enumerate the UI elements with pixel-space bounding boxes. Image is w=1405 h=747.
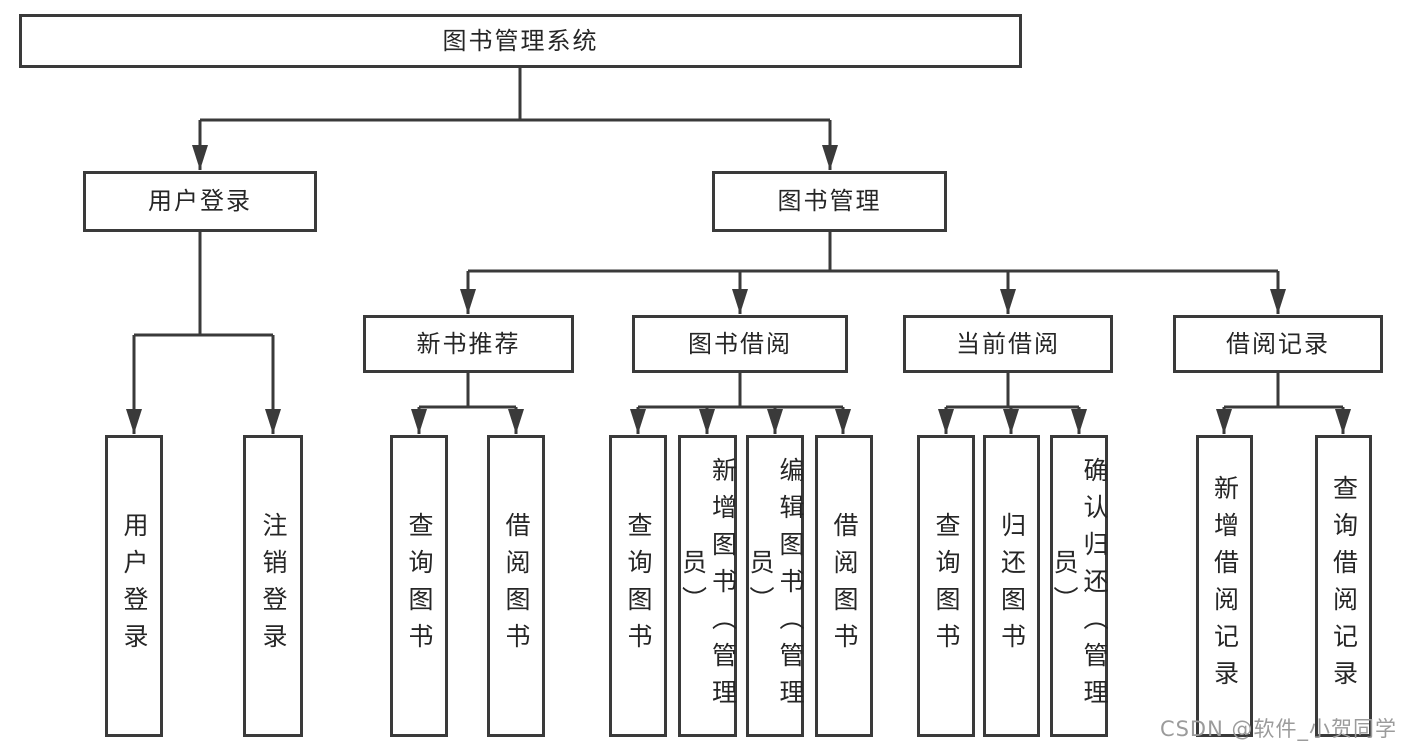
leaf-logout: 注销登录: [243, 435, 303, 737]
node-book-borrowing: 图书借阅: [632, 315, 848, 373]
leaf-query-books-borrowing: 查询图书: [609, 435, 667, 737]
csdn-watermark: CSDN @软件_小贺同学: [1159, 717, 1397, 741]
leaf-return-book: 归还图书: [983, 435, 1040, 737]
leaf-query-books-current: 查询图书: [917, 435, 975, 737]
node-borrowing-records: 借阅记录: [1173, 315, 1383, 373]
node-book-management: 图书管理: [712, 171, 947, 232]
leaf-edit-book-admin: 编辑图书（管理员）: [746, 435, 805, 737]
leaf-add-borrow-record: 新增借阅记录: [1196, 435, 1253, 737]
leaf-borrow-books-borrowing: 借阅图书: [815, 435, 873, 737]
leaf-query-borrow-record: 查询借阅记录: [1315, 435, 1372, 737]
node-user-login: 用户登录: [83, 171, 317, 232]
leaf-confirm-return-admin: 确认归还（管理员）: [1050, 435, 1109, 737]
connector-paths: [132, 68, 1345, 434]
node-current-borrowing: 当前借阅: [903, 315, 1113, 373]
leaf-user-login: 用户登录: [105, 435, 163, 737]
leaf-borrow-books-recommend: 借阅图书: [487, 435, 545, 737]
node-new-book-recommend: 新书推荐: [363, 315, 574, 373]
leaf-add-book-admin: 新增图书（管理员）: [678, 435, 738, 737]
leaf-query-books-recommend: 查询图书: [390, 435, 448, 737]
node-library-system: 图书管理系统: [19, 14, 1022, 68]
